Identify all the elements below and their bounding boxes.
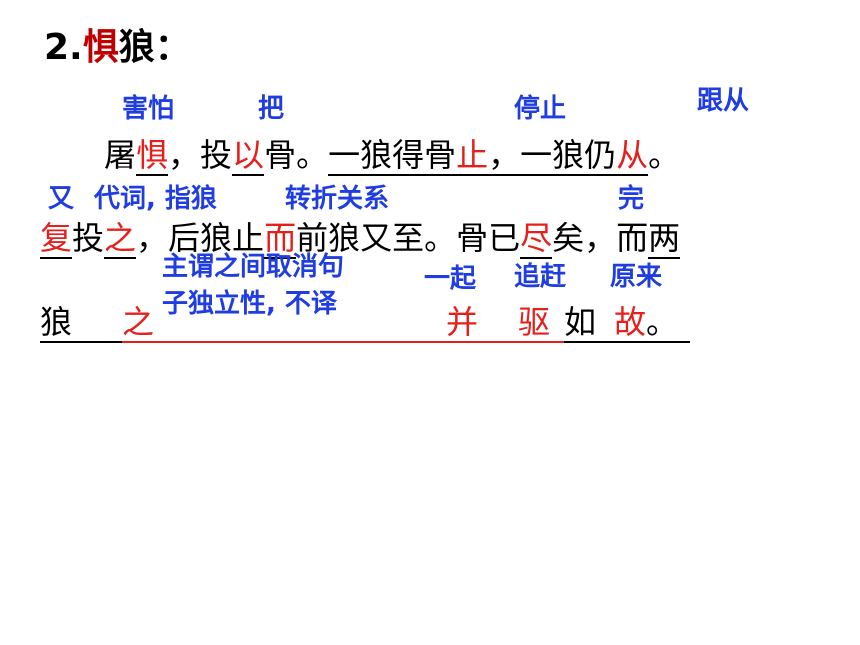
keyword-zhi-particle: 之 xyxy=(122,303,155,341)
keyword-jin: 尽 xyxy=(520,219,553,259)
text-line-2: 复投之，后狼止而前狼又至。骨已尽矣，而两 xyxy=(40,219,681,259)
keyword-er: 而 xyxy=(264,219,297,259)
underline-red xyxy=(122,341,564,343)
keyword-bing: 并 xyxy=(446,303,479,341)
keyword-qu: 驱 xyxy=(518,303,551,341)
section-title: 2.惧狼： xyxy=(44,30,191,66)
text-line-1: 屠惧，投以骨。一狼得骨止，一狼仍从。 xyxy=(104,136,681,176)
note-you: 又 xyxy=(48,184,75,214)
keyword-yi: 以 xyxy=(232,136,265,176)
line3-ru: 如 xyxy=(564,303,597,341)
note-zhu-wei-2: 子独立性, 不译 xyxy=(162,289,337,319)
title-highlight: 惧 xyxy=(82,27,119,68)
note-dai-ci: 代词, 指狼 xyxy=(94,184,217,214)
note-zhu-wei-1: 主谓之间取消句 xyxy=(162,252,345,282)
title-rest: 狼： xyxy=(118,27,191,68)
note-yuan-lai: 原来 xyxy=(610,262,663,292)
note-wan: 完 xyxy=(618,184,645,214)
note-ting-zhi: 停止 xyxy=(514,94,567,124)
keyword-fu: 复 xyxy=(40,219,73,259)
title-number: 2. xyxy=(44,27,83,68)
note-zhuan-zhe: 转折关系 xyxy=(285,184,390,214)
note-yi-qi: 一起 xyxy=(424,264,477,294)
note-hai-pa: 害怕 xyxy=(122,94,175,124)
keyword-cong: 从 xyxy=(616,136,649,176)
keyword-gu: 故 xyxy=(614,303,647,341)
underline-black-2 xyxy=(564,341,690,343)
note-zhui-gan: 追赶 xyxy=(514,262,567,292)
note-ba: 把 xyxy=(258,94,285,124)
keyword-zhi-pronoun: 之 xyxy=(104,219,137,259)
line3-period: 。 xyxy=(646,303,679,341)
keyword-ju: 惧 xyxy=(136,136,169,176)
note-gen-cong: 跟从 xyxy=(697,86,750,116)
line3-lang: 狼 xyxy=(40,303,73,341)
underline-black-1 xyxy=(40,341,122,343)
keyword-zhi: 止 xyxy=(456,136,489,176)
